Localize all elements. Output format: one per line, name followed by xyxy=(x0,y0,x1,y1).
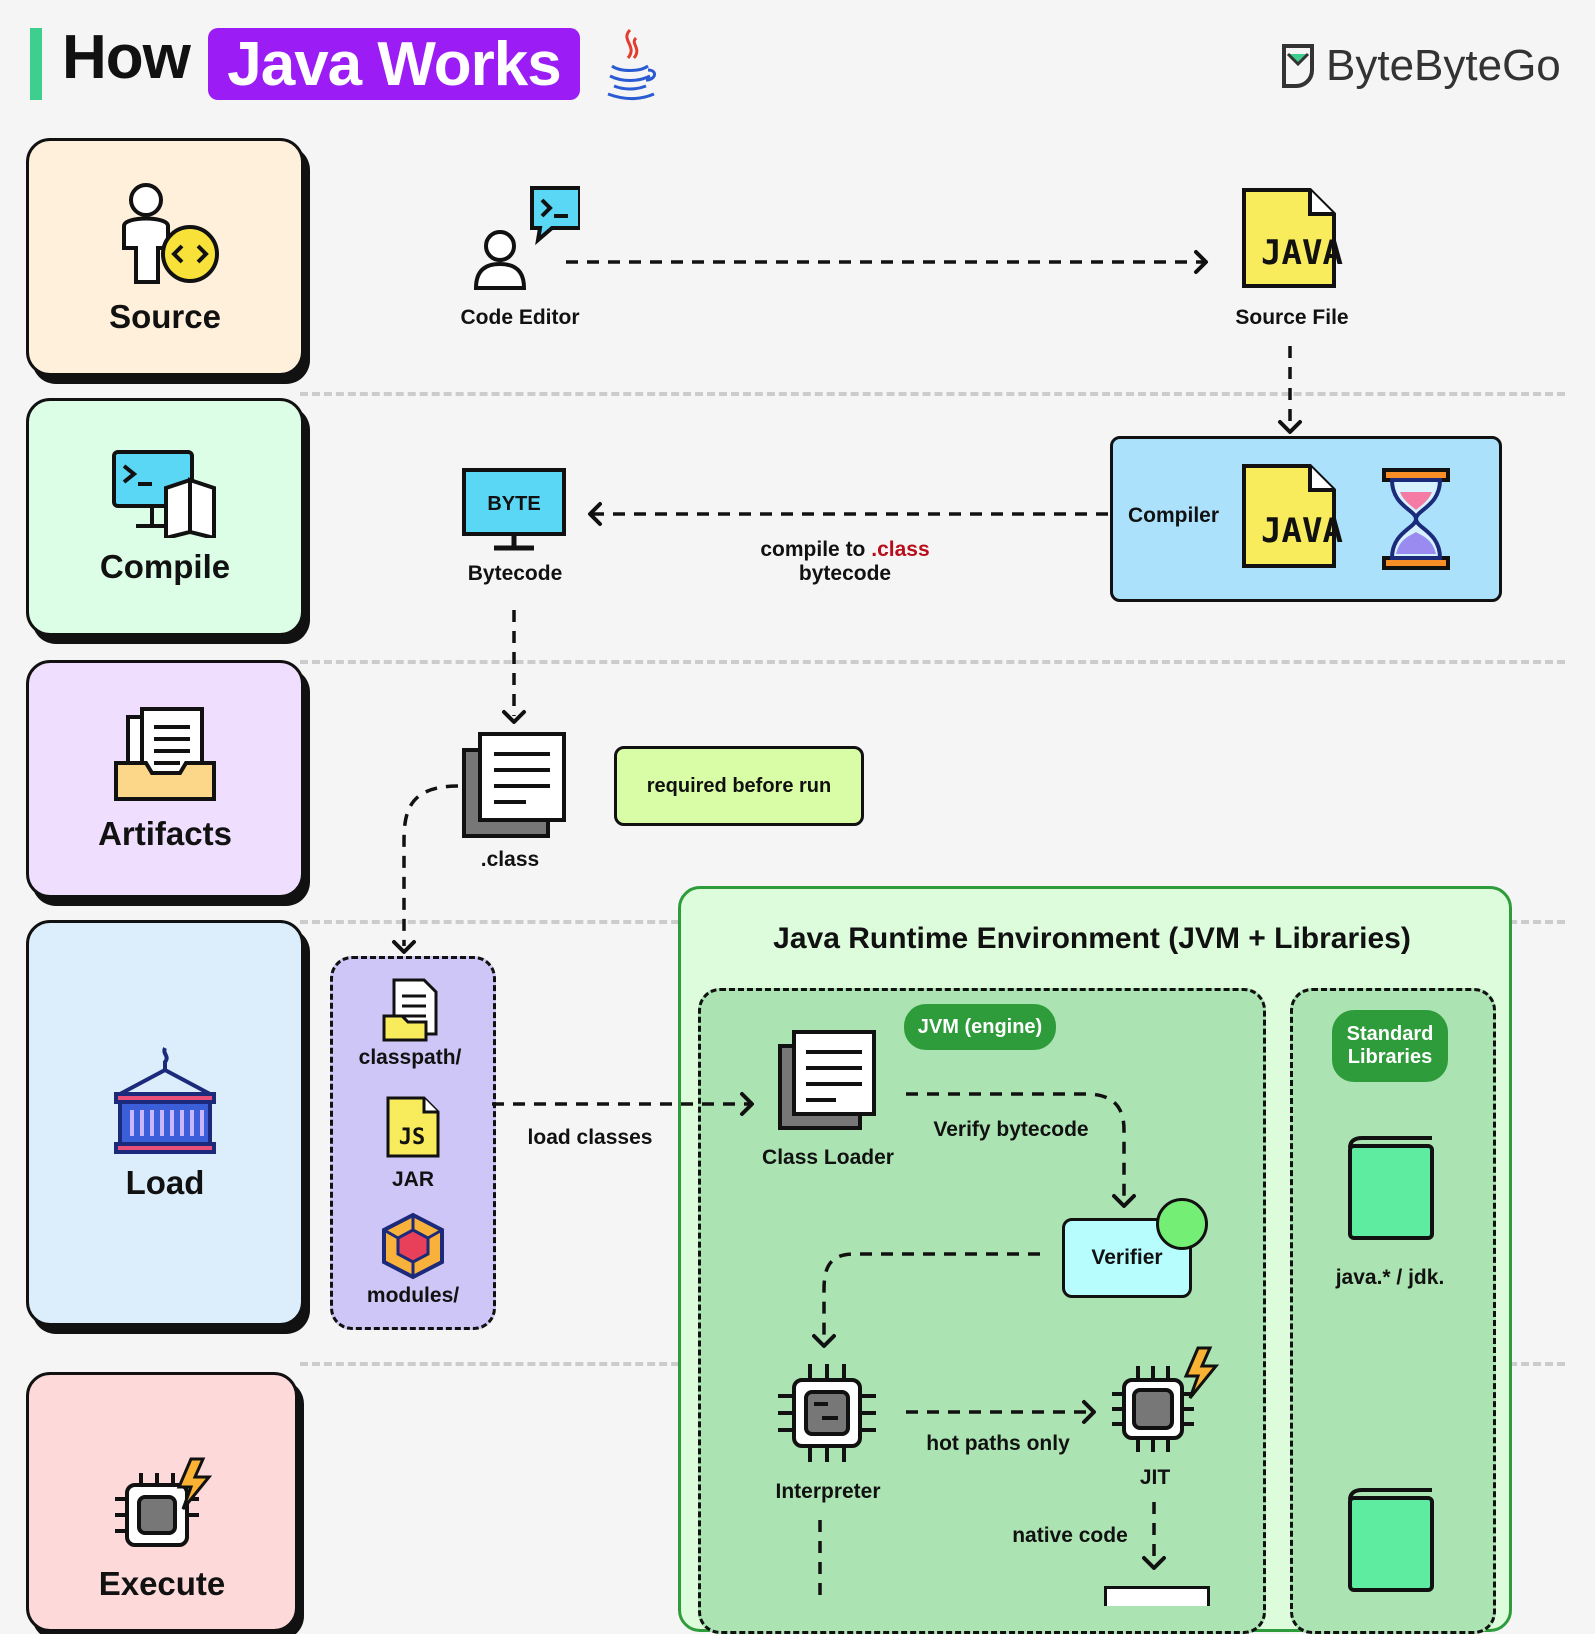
stage-label: Artifacts xyxy=(98,815,232,852)
row-divider xyxy=(300,392,1565,396)
row-divider xyxy=(300,660,1565,664)
stage-load: Load xyxy=(26,920,304,1326)
arrow-verifier-to-interpreter xyxy=(822,1252,1040,1340)
jar-label: JAR xyxy=(391,1168,434,1191)
brand-name: ByteByteGo xyxy=(1326,41,1561,90)
class-file-icon xyxy=(460,730,570,840)
source-file-label: Source File xyxy=(1235,306,1349,329)
code-editor-icon xyxy=(470,186,582,290)
jit-chip-icon xyxy=(1110,1346,1220,1454)
classpath-label: classpath/ xyxy=(358,1046,462,1069)
jvm-engine-badge: JVM (engine) xyxy=(904,1004,1056,1050)
hot-paths-caption: hot paths only xyxy=(926,1432,1070,1455)
modules-cube-icon xyxy=(380,1212,446,1280)
interpreter-label: Interpreter xyxy=(775,1480,881,1503)
library-book-icon xyxy=(1344,1486,1436,1594)
java-source-file-icon: JAVA xyxy=(1240,186,1350,290)
arrow-loader-to-verifier xyxy=(906,1092,1126,1200)
library-book-icon xyxy=(1344,1134,1436,1242)
jar-icon-text: JS xyxy=(399,1125,426,1150)
container-crane-icon xyxy=(114,1047,216,1154)
jre-title: Java Runtime Environment (JVM + Librarie… xyxy=(773,922,1411,955)
java-package-label: java.* / jdk. xyxy=(1335,1266,1445,1289)
file-tray-icon xyxy=(114,707,216,801)
stage-label: Load xyxy=(125,1164,205,1201)
class-highlight-text: .class xyxy=(871,538,930,561)
standard-libraries-badge: Standard Libraries xyxy=(1332,1010,1448,1082)
developer-code-icon xyxy=(122,183,219,284)
java-compiler-file-icon: JAVA xyxy=(1240,462,1350,572)
jar-file-icon: JS xyxy=(384,1094,444,1160)
compile-to-class-caption: compile to .class bytecode xyxy=(740,538,950,586)
terminal-book-icon xyxy=(112,450,216,538)
page-title-highlight: Java Works xyxy=(208,28,580,100)
interpreter-chip-icon xyxy=(774,1360,880,1466)
class-file-label: .class xyxy=(480,848,540,871)
load-classes-caption: load classes xyxy=(527,1126,653,1149)
stage-label: Source xyxy=(109,298,221,335)
jit-label: JIT xyxy=(1139,1466,1171,1489)
stage-artifacts: Artifacts xyxy=(26,660,304,898)
bytecode-monitor-icon: BYTE xyxy=(460,466,570,554)
brand-logo: ByteByteGo xyxy=(1278,36,1561,96)
class-loader-label: Class Loader xyxy=(762,1146,894,1169)
verified-status-dot xyxy=(1156,1198,1208,1250)
bytecode-text: bytecode xyxy=(798,562,892,585)
stage-source: Source xyxy=(26,138,304,376)
compile-to-text: compile to xyxy=(760,538,866,561)
stage-compile: Compile xyxy=(26,398,304,636)
title-accent-bar xyxy=(30,28,42,100)
badge-line-2: Libraries xyxy=(1347,1046,1433,1068)
monitor-text: BYTE xyxy=(487,493,540,515)
flow-arrows xyxy=(392,250,1302,1595)
code-editor-label: Code Editor xyxy=(460,306,580,329)
stage-execute: Execute xyxy=(26,1372,298,1632)
stage-label: Compile xyxy=(99,548,231,585)
required-before-run-note: required before run xyxy=(614,746,864,826)
java-cup-icon xyxy=(600,26,660,102)
page-title-prefix: How xyxy=(62,23,191,92)
svg-text:JAVA: JAVA xyxy=(1261,511,1343,551)
compiler-label: Compiler xyxy=(1128,504,1220,527)
class-loader-icon xyxy=(776,1028,880,1132)
bytecode-label: Bytecode xyxy=(467,562,563,585)
verify-bytecode-caption: Verify bytecode xyxy=(933,1118,1089,1141)
classpath-folder-icon xyxy=(382,976,442,1042)
hourglass-icon xyxy=(1380,466,1460,572)
arrow-class-to-artifacts xyxy=(402,784,459,946)
bytebytego-icon xyxy=(1282,44,1314,88)
file-type-text: JAVA xyxy=(1261,233,1343,273)
native-code-caption: native code xyxy=(1012,1524,1128,1547)
modules-label: modules/ xyxy=(366,1284,460,1307)
cpu-lightning-icon xyxy=(115,1457,213,1547)
badge-line-1: Standard xyxy=(1346,1023,1434,1045)
